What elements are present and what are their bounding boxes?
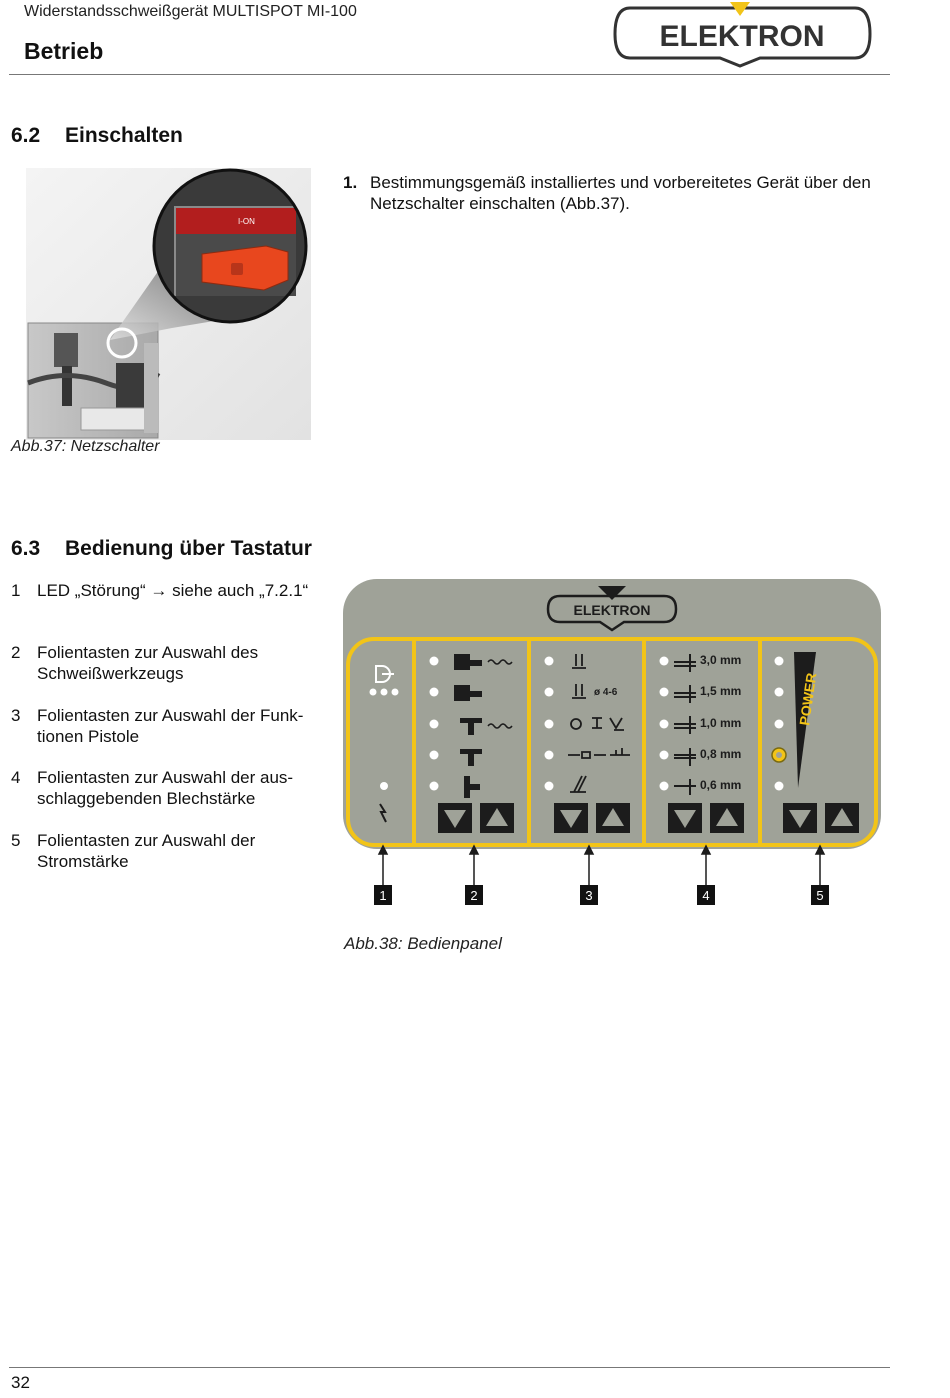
lightning-icon: [379, 803, 387, 823]
power-wedge: [794, 652, 816, 788]
thickness-label: 1,0 mm: [700, 716, 741, 730]
tool-icon: [454, 654, 513, 798]
power-label: POWER: [796, 672, 819, 727]
current-section: POWER: [771, 652, 859, 833]
fault-led: [380, 782, 388, 790]
legend-text: Folientasten zur Auswahl des Schweißwerk…: [37, 643, 259, 683]
legend-text: LED „Störung“ → siehe auch „7.2.1“: [37, 581, 309, 600]
legend-item: 5 Folientasten zur Auswahl der Stromstär…: [11, 830, 331, 872]
figure-caption-38: Abb.38: Bedienpanel: [344, 934, 502, 953]
panel-body: [343, 579, 881, 849]
callout-4: 4: [702, 888, 709, 903]
callout-arrows: [377, 844, 826, 885]
section-number: 6.3: [11, 537, 41, 560]
thickness-icon: [674, 654, 696, 795]
legend-number: 1: [11, 581, 21, 600]
switch-zoom: I-ON: [152, 168, 308, 324]
callout-5: 5: [816, 888, 823, 903]
control-panel-figure: ELEKTRON: [343, 579, 881, 905]
step-text: Bestimmungsgemäß installiertes und vorbe…: [370, 173, 871, 213]
figure-caption-37: Abb.37: Netzschalter: [11, 438, 160, 455]
panel-frame: [346, 637, 878, 847]
section-heading-6-2: 6.2 Einschalten: [11, 124, 183, 148]
legend-number: 3: [11, 706, 21, 725]
legend-item: 3 Folientasten zur Auswahl der Funk-tion…: [11, 705, 331, 747]
main-switch-figure: I-ON: [26, 168, 311, 440]
legend-item: 4 Folientasten zur Auswahl der aus-schla…: [11, 767, 331, 809]
header-divider: [9, 74, 890, 75]
legend-text: Folientasten zur Auswahl der Funk-tionen…: [37, 706, 304, 746]
section-number: 6.2: [11, 124, 41, 147]
legend-item: 2 Folientasten zur Auswahl des Schweißwe…: [11, 642, 331, 684]
switch-label: I-ON: [238, 217, 255, 226]
legend-text: Folientasten zur Auswahl der Stromstärke: [37, 831, 256, 871]
legend-number: 4: [11, 768, 21, 787]
machine-photo: [27, 322, 161, 439]
legend-text: Folientasten zur Auswahl der aus-schlagg…: [37, 768, 294, 808]
section-title: Bedienung über Tastatur: [65, 537, 312, 560]
page-number: 32: [11, 1373, 30, 1392]
legend-item: 1 LED „Störung“ → siehe auch „7.2.1“: [11, 580, 331, 601]
logo-text: ELEKTRON: [660, 20, 825, 53]
panel-logo-text: ELEKTRON: [574, 602, 651, 618]
section-heading-6-3: 6.3 Bedienung über Tastatur: [11, 537, 312, 561]
document-title: Widerstandsschweißgerät MULTISPOT MI-100: [24, 3, 357, 20]
thickness-label: 3,0 mm: [700, 653, 741, 667]
thickness-label: 0,8 mm: [700, 747, 741, 761]
diameter-label: ø 4-6: [594, 687, 618, 698]
panel-logo: ELEKTRON: [546, 586, 678, 632]
chapter-title: Betrieb: [24, 38, 104, 64]
callout-1: 1: [379, 888, 386, 903]
thickness-section: 3,0 mm 1,5 mm 1,0 mm 0,8 mm 0,6 mm: [659, 653, 744, 833]
legend-number: 2: [11, 643, 21, 662]
legend-number: 5: [11, 831, 21, 850]
step-number: 1.: [343, 173, 358, 192]
section-title: Einschalten: [65, 124, 183, 147]
gun-function-icon: [568, 654, 630, 793]
callout-3: 3: [585, 888, 592, 903]
instruction-step: 1. Bestimmungsgemäß installiertes und vo…: [343, 172, 883, 214]
fault-section: [369, 665, 399, 823]
thickness-label: 0,6 mm: [700, 778, 741, 792]
tool-section: [429, 654, 514, 833]
callout-2: 2: [470, 888, 477, 903]
footer-divider: [9, 1367, 890, 1368]
callout-labels: 1 2 3 4 5: [374, 885, 829, 905]
gun-function-section: ø 4-6: [544, 654, 630, 833]
elektron-logo: ELEKTRON: [613, 2, 872, 68]
plug-icon: [375, 665, 394, 683]
thickness-label: 1,5 mm: [700, 684, 741, 698]
